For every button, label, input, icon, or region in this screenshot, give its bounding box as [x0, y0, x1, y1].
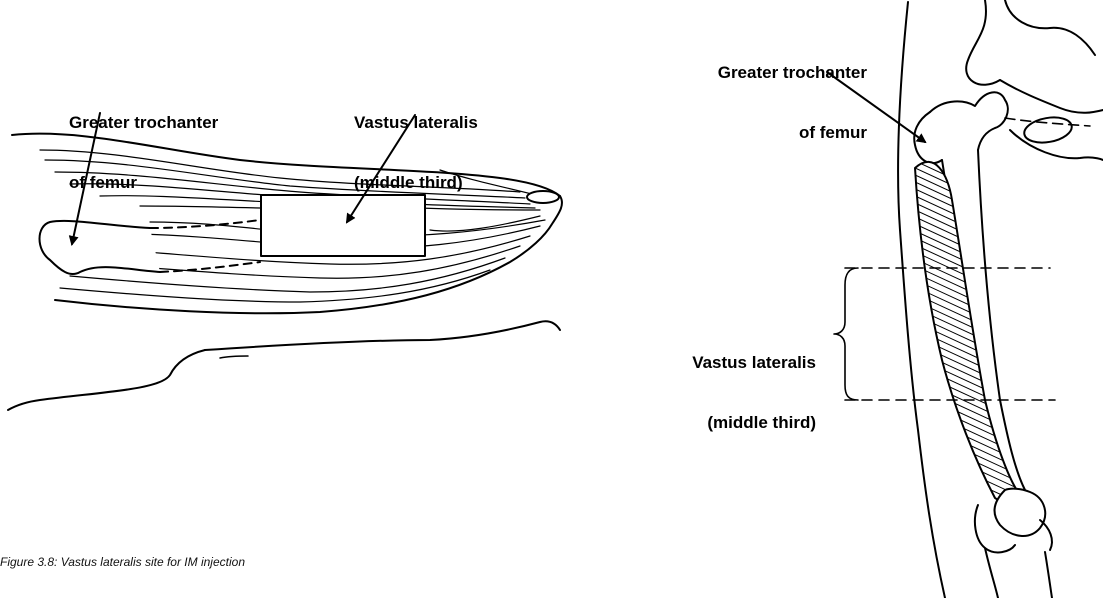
left-trochanter-label: Greater trochanter of femur [69, 73, 218, 233]
right-trochanter-label-line2: of femur [655, 123, 867, 143]
left-vastus-label: Vastus lateralis (middle third) [354, 73, 478, 233]
left-trochanter-label-line1: Greater trochanter [69, 113, 218, 133]
right-vastus-label: Vastus lateralis (middle third) [642, 313, 816, 473]
left-trochanter-label-line2: of femur [69, 173, 218, 193]
right-vastus-label-line2: (middle third) [642, 413, 816, 433]
right-trochanter-label: Greater trochanter of femur [655, 23, 867, 183]
region-bracket [834, 268, 858, 400]
right-leg-drawing [827, 0, 1103, 598]
left-vastus-label-line1: Vastus lateralis [354, 113, 478, 133]
right-vastus-label-line1: Vastus lateralis [642, 353, 816, 373]
left-vastus-label-line2: (middle third) [354, 173, 478, 193]
right-trochanter-label-line1: Greater trochanter [655, 63, 867, 83]
hatch-line [900, 210, 1030, 270]
figure-caption: Figure 3.8: Vastus lateralis site for IM… [0, 555, 245, 569]
